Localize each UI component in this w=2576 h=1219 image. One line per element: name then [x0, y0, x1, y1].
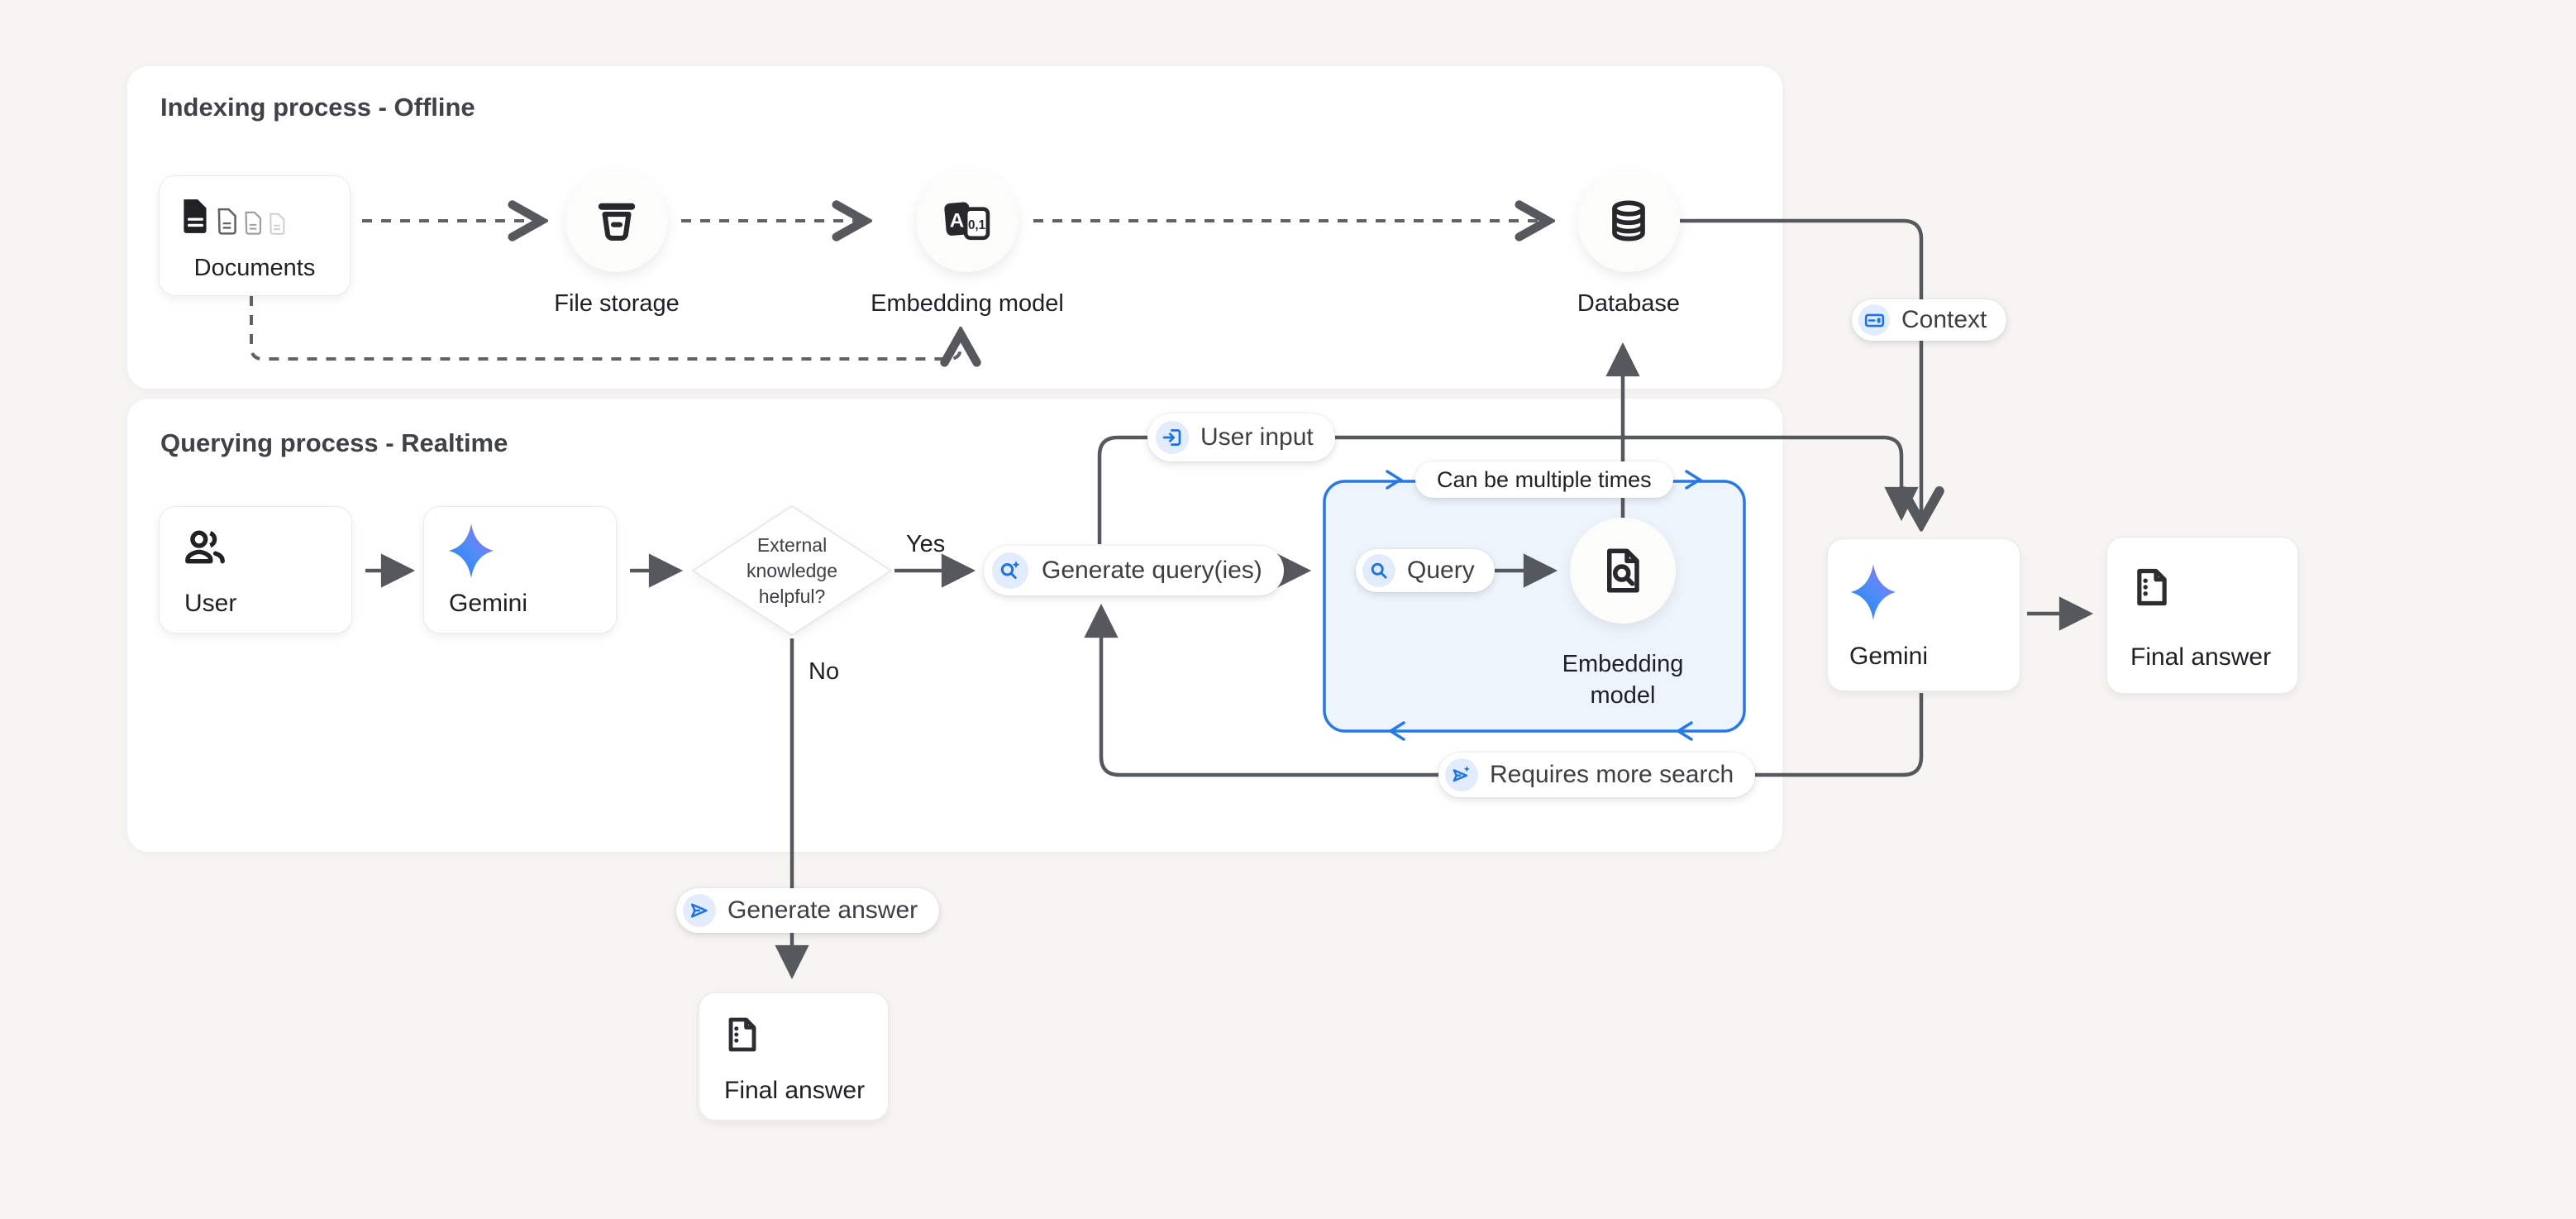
output-final-answer-label: Final answer — [2130, 643, 2272, 671]
no-label: No — [809, 658, 840, 685]
svg-text:A: A — [950, 209, 965, 232]
bucket-icon — [598, 203, 636, 241]
search-sparkle-icon — [992, 552, 1028, 589]
generate-answer-pill: Generate answer — [676, 888, 940, 933]
decision-text: External knowledge helpful? — [747, 533, 837, 607]
context-badge: Context — [1852, 299, 2007, 341]
search-icon — [1362, 554, 1395, 587]
translate-embedding-icon: A 0,1 — [944, 202, 990, 241]
gemini-star-icon — [1849, 562, 1897, 626]
generate-answer-label: Generate answer — [727, 896, 918, 924]
documents-label: Documents — [193, 255, 316, 281]
file-storage-node — [565, 170, 668, 272]
generate-queries-label: Generate query(ies) — [1042, 557, 1262, 584]
decision-diamond — [692, 505, 892, 636]
yes-label: Yes — [906, 531, 946, 557]
embedding-model-label: Embedding model — [871, 290, 1064, 317]
document-search-icon — [1607, 548, 1639, 593]
indexing-title: Indexing process - Offline — [160, 93, 475, 122]
documents-icon — [181, 198, 286, 236]
querying-title: Querying process - Realtime — [160, 428, 508, 457]
users-icon — [183, 527, 227, 572]
output-final-answer-card: Final answer — [2106, 537, 2298, 694]
user-label: User — [184, 590, 237, 617]
document-lines-icon — [2130, 566, 2173, 613]
output-gemini-label: Gemini — [1849, 643, 1929, 670]
requires-more-search-label: Requires more search — [1490, 761, 1734, 788]
document-lines-icon — [723, 1015, 762, 1059]
database-label: Database — [1577, 290, 1681, 317]
query-embedding-model-node — [1570, 518, 1676, 624]
final-answer-card: Final answer — [699, 992, 889, 1121]
query-embedding-model-label: Embedding model — [1562, 651, 1684, 709]
file-storage-label: File storage — [554, 290, 680, 317]
context-label: Context — [1901, 306, 1987, 333]
context-field-icon — [1858, 304, 1890, 336]
can-be-multiple-pill: Can be multiple times — [1415, 461, 1673, 498]
query-label: Query — [1407, 557, 1475, 584]
user-input-label: User input — [1200, 423, 1314, 451]
requires-more-search-pill: Requires more search — [1438, 753, 1756, 797]
svg-text:0,1: 0,1 — [968, 218, 986, 232]
documents-card: Documents — [159, 175, 351, 296]
send-icon — [683, 894, 716, 927]
can-be-multiple-label: Can be multiple times — [1437, 466, 1652, 492]
user-card: User — [159, 506, 352, 633]
database-icon — [1612, 200, 1645, 241]
gemini-card: Gemini — [423, 506, 617, 633]
generate-queries-pill: Generate query(ies) — [984, 546, 1284, 595]
database-node — [1577, 170, 1680, 272]
retrieval-loop-box — [1323, 480, 1746, 733]
login-arrow-icon — [1156, 421, 1189, 454]
gemini-label: Gemini — [449, 590, 528, 617]
embedding-model-node: A 0,1 — [916, 170, 1018, 272]
final-answer-label: Final answer — [724, 1077, 866, 1104]
user-input-pill: User input — [1147, 414, 1335, 461]
gemini-star-icon — [447, 522, 495, 584]
query-pill: Query — [1356, 549, 1495, 592]
output-gemini-card: Gemini — [1827, 538, 2020, 691]
send-sparkle-icon — [1445, 758, 1478, 791]
